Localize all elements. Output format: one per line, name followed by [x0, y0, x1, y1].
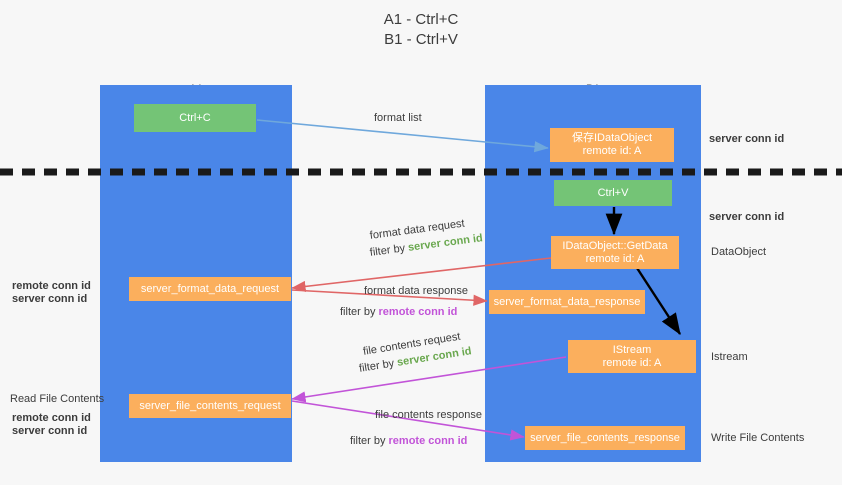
node-server-format-data-request[interactable]: server_format_data_request — [129, 277, 291, 301]
annotation-read-file-contents: Read File Contents — [10, 393, 105, 405]
filter-prefix: filter by — [350, 435, 389, 447]
edge-label-format-data-response: format data response — [364, 285, 468, 297]
annotation-server-conn-id-one: server conn id — [12, 293, 88, 305]
node-ctrl-v[interactable]: Ctrl+V — [554, 180, 672, 206]
edge-label-format-data-response-filter: filter by remote conn id — [340, 305, 457, 319]
filter-prefix: filter by — [340, 306, 379, 318]
node-save-idataobject-label: 保存IDataObject — [571, 132, 653, 144]
edge-label-file-contents-response: file contents response — [375, 409, 483, 421]
edge-label-file-contents-response-filter: filter by remote conn id — [350, 434, 467, 448]
annotation-istream: Istream — [711, 351, 748, 363]
node-istream[interactable]: IStream remote id: A — [568, 340, 696, 373]
filter-value-remote-conn-id: remote conn id — [378, 306, 458, 318]
filter-prefix: filter by — [358, 356, 399, 375]
node-server-format-data-response-label: server_format_data_response — [493, 295, 641, 308]
node-save-idataobject[interactable]: 保存IDataObject remote id: A — [550, 128, 674, 162]
annotation-remote-conn-id-one: remote conn id — [12, 280, 91, 292]
annotation-write-file-contents: Write File Contents — [711, 432, 805, 444]
node-ctrl-v-label: Ctrl+V — [597, 186, 629, 199]
annotation-server-conn-id-top: server conn id — [709, 133, 785, 145]
node-server-file-contents-request-label: server_file_contents_request — [139, 399, 281, 412]
node-server-file-contents-request[interactable]: server_file_contents_request — [129, 394, 291, 418]
page-title: A1 - Ctrl+C B1 - Ctrl+V — [383, 11, 459, 48]
annotation-server-conn-id-second: server conn id — [709, 211, 785, 223]
node-istream-sub: remote id: A — [602, 356, 662, 369]
node-save-idataobject-sub: remote id: A — [582, 145, 642, 157]
node-ctrl-c[interactable]: Ctrl+C — [134, 104, 256, 132]
node-server-format-data-response[interactable]: server_format_data_response — [489, 290, 645, 314]
annotation-dataobject: DataObject — [711, 246, 767, 258]
node-idataobject-getdata[interactable]: IDataObject::GetData remote id: A — [551, 236, 679, 269]
node-istream-label: IStream — [612, 343, 652, 356]
filter-prefix: filter by — [369, 241, 409, 259]
node-idataobject-getdata-sub: remote id: A — [585, 252, 645, 265]
node-server-file-contents-response-label: server_file_contents_response — [530, 431, 680, 444]
edge-label-format-list: format list — [374, 112, 422, 124]
annotation-remote-conn-id-two: remote conn id — [12, 412, 91, 424]
node-idataobject-getdata-label: IDataObject::GetData — [562, 239, 668, 252]
node-ctrl-c-label: Ctrl+C — [179, 111, 211, 124]
node-server-file-contents-response[interactable]: server_file_contents_response — [525, 426, 685, 450]
filter-value-remote-conn-id: remote conn id — [388, 435, 468, 447]
node-server-format-data-request-label: server_format_data_request — [140, 282, 280, 295]
annotation-server-conn-id-two: server conn id — [12, 425, 88, 437]
